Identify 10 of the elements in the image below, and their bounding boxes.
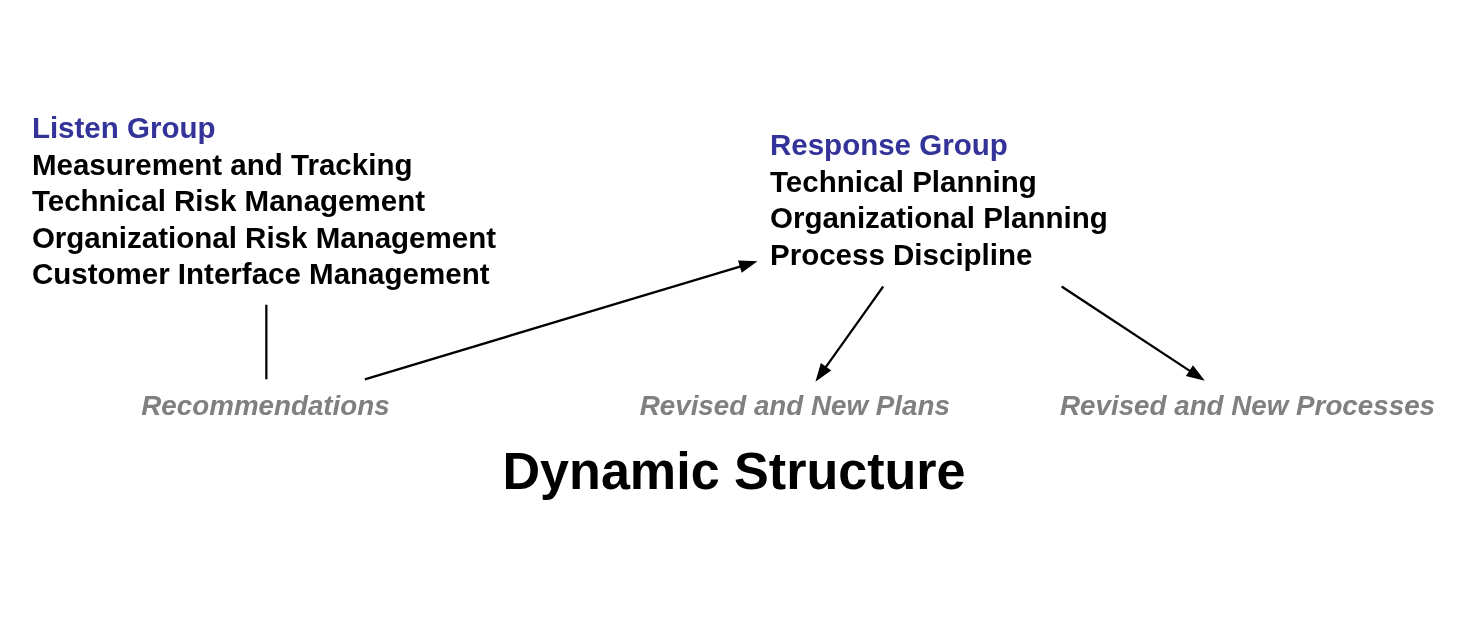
node-text: Recommendations [141,390,390,422]
node-text: Revised and New Plans [639,390,950,422]
arrow [1061,285,1205,381]
node-text: Listen Group Measurement and Tracking Technical Risk Management Organizational Risk Management Customer Interface Management [31,111,497,290]
caption: Dynamic Structure [502,441,966,500]
arrow [364,260,758,381]
arrow [815,285,885,382]
connector [265,304,268,380]
node-text: Revised and New Processes [1059,390,1436,422]
node-text: Response Group Technical Planning Organizational Planning Process Discipline [769,128,1108,271]
